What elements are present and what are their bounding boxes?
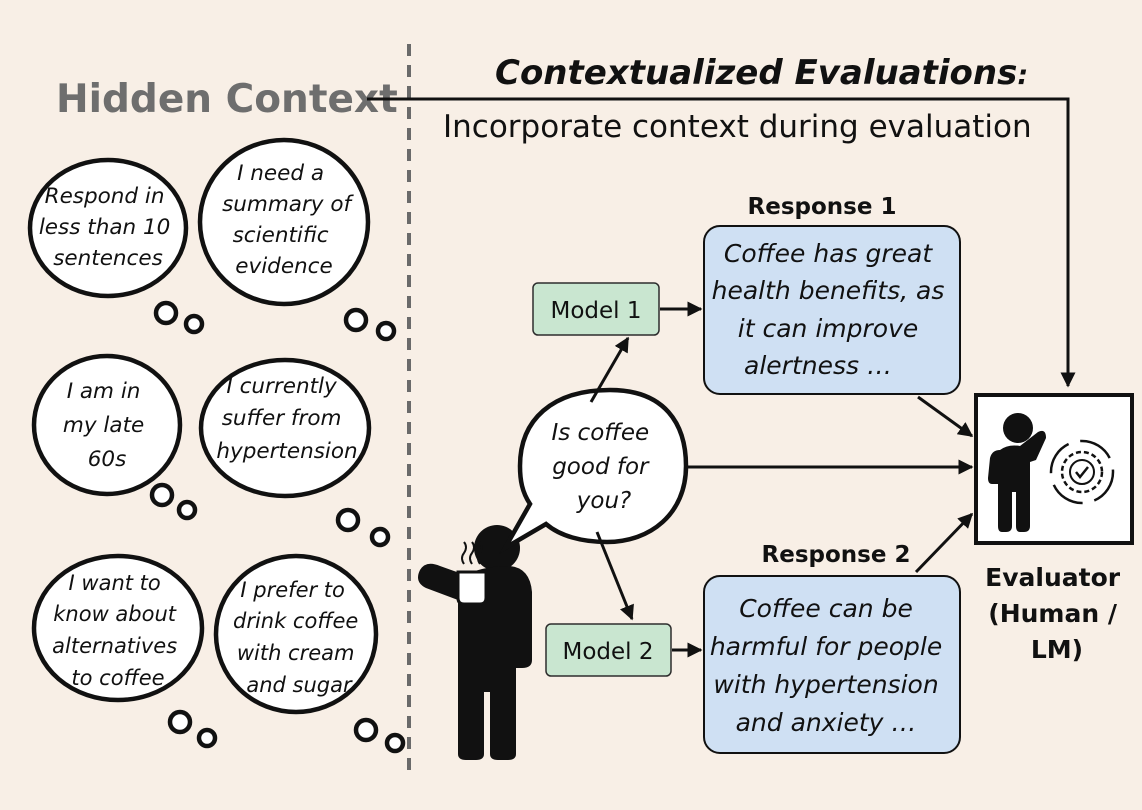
response-text-line: alertness … bbox=[744, 351, 892, 380]
svg-text:I want to know about: I want to know about alternatives to cof… bbox=[52, 571, 184, 690]
response-1-box: Coffee has great health benefits, as it … bbox=[703, 225, 961, 395]
thought-text-line: Respond in bbox=[45, 184, 165, 209]
response-text-line: health benefits, as bbox=[712, 276, 945, 305]
thought-text-line: less than 10 bbox=[39, 215, 171, 240]
thought-text-line: my late bbox=[63, 413, 144, 438]
response-1-title: Response 1 bbox=[748, 194, 897, 220]
svg-text:Coffee can be harmful fo: Coffee can be harmful for people with hy… bbox=[710, 594, 950, 737]
thought-text-line: sentences bbox=[53, 246, 163, 271]
response-2-box: Coffee can be harmful for people with hy… bbox=[703, 575, 961, 754]
thought-text-line: I prefer to bbox=[240, 578, 344, 602]
svg-text:I am in my late 60: I am in my late 60s bbox=[63, 379, 151, 472]
user-drinking-coffee-icon bbox=[418, 525, 532, 760]
svg-text:I need a summary of: I need a summary of scientific evidence bbox=[222, 161, 358, 279]
thought-text-line: I currently bbox=[226, 374, 337, 399]
thought-text-line: summary of bbox=[222, 192, 354, 217]
query-to-model-2-arrow bbox=[595, 531, 634, 621]
evaluator-box bbox=[974, 393, 1134, 545]
response-text-line: Coffee has great bbox=[724, 239, 933, 268]
evaluator-label: Evaluator (Human / LM) bbox=[985, 563, 1129, 664]
query-line: you? bbox=[576, 488, 631, 514]
thought-text-line: drink coffee bbox=[233, 609, 358, 633]
model-1-label: Model 1 bbox=[550, 298, 641, 324]
thinking-person-icon bbox=[988, 413, 1046, 532]
thought-bubble-4: I currently suffer from hypertension bbox=[198, 357, 391, 548]
query-line: Is coffee bbox=[551, 420, 649, 446]
thought-text-line: I need a bbox=[237, 161, 324, 186]
thought-bubble-3: I am in my late 60s bbox=[31, 353, 198, 521]
model-1-box: Model 1 bbox=[532, 282, 660, 336]
svg-text:Coffee has great health: Coffee has great health benefits, as it … bbox=[712, 239, 953, 380]
response-2-to-evaluator-arrow bbox=[914, 512, 974, 574]
response-text-line: Coffee can be bbox=[739, 594, 913, 623]
thought-bubble-6: I prefer to drink coffee with cream and … bbox=[213, 553, 406, 754]
response-text-line: with hypertension bbox=[713, 670, 938, 699]
thought-text-line: with cream bbox=[237, 641, 355, 665]
query-line: good for bbox=[552, 454, 650, 480]
thought-text-line: 60s bbox=[88, 447, 127, 472]
context-to-evaluator-arrow bbox=[367, 97, 1076, 388]
query-to-model-1-arrow bbox=[589, 336, 630, 403]
thought-text-line: I want to bbox=[69, 571, 161, 595]
thought-text-line: I am in bbox=[67, 379, 141, 404]
svg-text:I prefer to drink coffee: I prefer to drink coffee with cream and … bbox=[233, 578, 365, 697]
hidden-context-heading: Hidden Context bbox=[56, 77, 398, 122]
svg-text:Is coffee good for: Is coffee good for you? bbox=[551, 420, 656, 514]
thought-bubble-2: I need a summary of scientific evidence bbox=[197, 137, 397, 342]
thought-bubble-1: Respond in less than 10 sentences bbox=[27, 157, 205, 335]
response-1-to-evaluator-arrow bbox=[917, 395, 974, 438]
model-2-box: Model 2 bbox=[545, 623, 672, 677]
response-text-line: and anxiety … bbox=[736, 708, 917, 737]
thought-text-line: evidence bbox=[235, 254, 332, 279]
response-text-line: harmful for people bbox=[710, 632, 942, 661]
response-2-title: Response 2 bbox=[762, 542, 911, 568]
thought-text-line: alternatives bbox=[52, 634, 177, 658]
model-2-label: Model 2 bbox=[562, 639, 653, 665]
thought-text-line: to coffee bbox=[71, 666, 164, 690]
svg-text:I currently suffer from: I currently suffer from hypertension bbox=[216, 374, 357, 464]
thought-text-line: suffer from bbox=[222, 406, 342, 431]
response-text-line: it can improve bbox=[738, 314, 918, 343]
thought-text-line: know about bbox=[53, 602, 177, 626]
svg-text:Respond in less than 10: Respond in less than 10 sentences bbox=[39, 184, 177, 271]
thought-bubble-5: I want to know about alternatives to cof… bbox=[31, 553, 218, 749]
thought-text-line: hypertension bbox=[216, 439, 357, 464]
evaluations-title: Contextualized Evaluations: bbox=[495, 53, 1028, 93]
query-speech-bubble: Is coffee good for you? bbox=[498, 387, 689, 555]
gear-check-icon bbox=[1049, 439, 1115, 505]
thought-text-line: and sugar bbox=[246, 673, 353, 697]
evaluations-subtitle: Incorporate context during evaluation bbox=[443, 109, 1032, 145]
thought-text-line: scientific bbox=[233, 223, 329, 248]
